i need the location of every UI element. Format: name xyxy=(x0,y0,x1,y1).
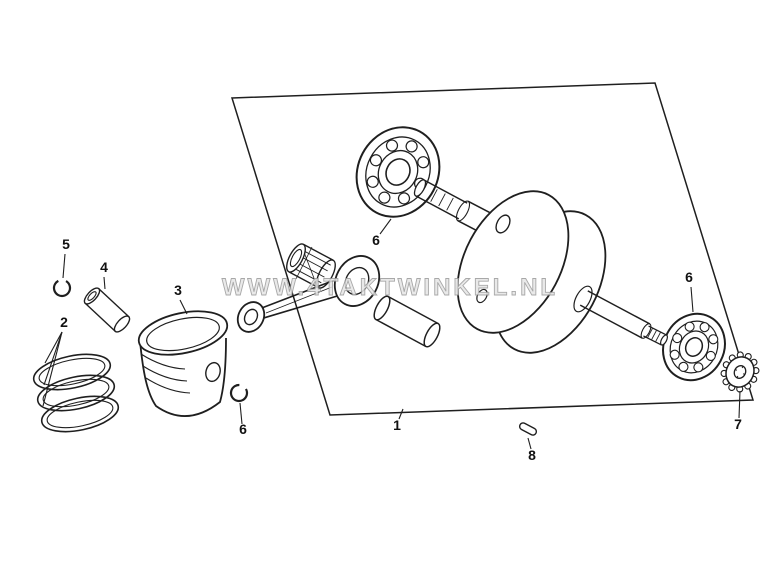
part-label-ring-set: 2 xyxy=(60,314,68,330)
piston-clip xyxy=(229,383,249,403)
watermark: WWW.4TAKTWINKEL.NL xyxy=(222,274,558,301)
piston-rings xyxy=(32,353,120,433)
assembly-boundary-frame xyxy=(230,82,755,416)
ball-bearing-left xyxy=(355,126,441,218)
part-label-bearing-right: 6 xyxy=(685,269,693,285)
needle-bearing xyxy=(286,243,336,289)
part-label-sprocket: 7 xyxy=(734,416,742,432)
pin-clip xyxy=(52,278,72,298)
part-label-piston-clip: 6 xyxy=(239,421,247,437)
sprocket-gear xyxy=(720,351,760,393)
leader-lines xyxy=(42,218,741,450)
part-label-crankshaft: 1 xyxy=(393,417,401,433)
part-label-piston: 3 xyxy=(174,282,182,298)
connecting-rod xyxy=(236,255,381,333)
piston-pin xyxy=(83,287,131,333)
crank-pin xyxy=(373,295,441,348)
crankshaft-assembly xyxy=(413,179,668,354)
part-label-piston-pin: 4 xyxy=(100,259,108,275)
part-label-key: 8 xyxy=(528,447,536,463)
woodruff-key xyxy=(518,422,538,436)
ball-bearing-right xyxy=(662,312,726,382)
part-label-bearing-left: 6 xyxy=(372,232,380,248)
part-label-pin-clip: 5 xyxy=(62,236,70,252)
piston xyxy=(137,310,229,417)
